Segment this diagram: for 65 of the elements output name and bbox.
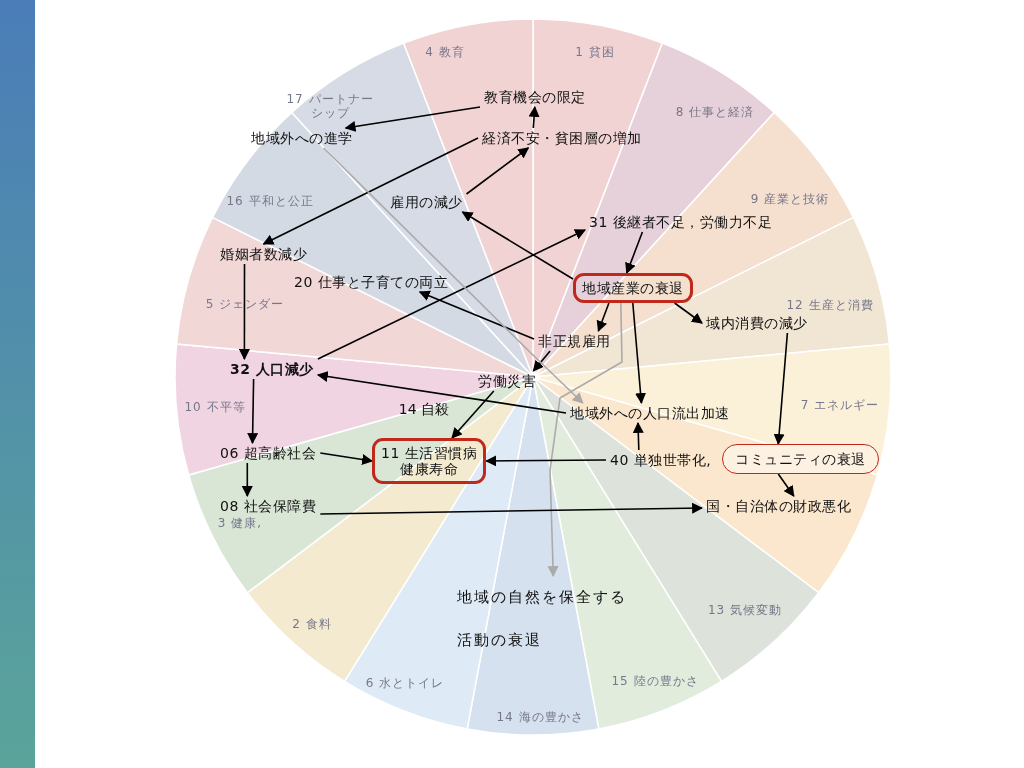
issue-text: 地域外への人口流出加速: [566, 403, 734, 423]
issue-text: 雇用の減少: [386, 192, 467, 212]
issue-text: 06 超高齢社会: [216, 443, 321, 463]
wedge-label: 9 産業と技術: [750, 192, 830, 206]
issue-text: 健康寿命: [399, 461, 460, 477]
wedge-label: 8 仕事と経済: [675, 105, 755, 119]
arrow: [322, 147, 584, 404]
arrow: [777, 473, 795, 497]
wedge-label: 6 水とトイレ: [365, 676, 445, 690]
issue-text: 20 仕事と子育ての両立: [290, 272, 453, 292]
wedge-label: 3 健康,: [217, 516, 263, 530]
side-bar: [0, 0, 35, 768]
wedge-label: 14 海の豊かさ: [496, 710, 584, 724]
wedge-label: 13 気候変動: [707, 603, 783, 617]
issue-text: 域内消費の減少: [702, 313, 812, 333]
arrow: [625, 231, 644, 275]
issue-text: 教育機会の限定: [480, 87, 590, 107]
arrow: [247, 378, 259, 445]
wedge-label: 5 ジェンダー: [205, 297, 285, 311]
highlighted-issue-box: [372, 438, 487, 484]
arrow: [344, 106, 481, 132]
arrow: [528, 105, 540, 129]
wedge-label: 12 生産と消費: [786, 298, 874, 312]
arrow: [465, 147, 530, 195]
wedge-label: 2 食料: [292, 617, 332, 631]
arrow: [319, 452, 374, 465]
arrow: [532, 350, 551, 372]
issue-text: 40 単独世帯化,: [606, 450, 716, 470]
arrow: [485, 455, 607, 467]
issue-text: 08 社会保障費: [216, 496, 321, 516]
issue-text: 31 後継者不足，労働力不足: [585, 212, 777, 232]
arrow: [773, 332, 789, 446]
wedge-label: 1 貧困: [575, 45, 615, 59]
arrow: [547, 302, 623, 578]
issue-text: 経済不安・貧困層の増加: [478, 128, 646, 148]
arrow: [461, 211, 574, 280]
wedge-label: 15 陸の豊かさ: [611, 674, 699, 688]
arrow: [596, 302, 610, 333]
wedge-label: 17 パートナーシップ: [285, 92, 375, 120]
wedge-label: 16 平和と公正: [226, 194, 314, 208]
arrow: [632, 302, 647, 405]
issue-text: 婚姻者数減少: [216, 244, 311, 264]
arrow: [317, 229, 586, 360]
arrow: [316, 371, 567, 414]
issue-text: 国・自治体の財政悪化: [702, 496, 855, 516]
issue-text: 32 人口減少: [226, 359, 318, 379]
highlighted-issue-box: 地域産業の衰退: [573, 273, 693, 303]
wedge-label: 7 エネルギー: [800, 398, 880, 412]
issue-text: 地域外への進学: [247, 128, 357, 148]
arrow: [451, 390, 495, 439]
arrow: [632, 421, 644, 451]
wedge-label: 10 不平等: [184, 400, 246, 414]
arrow: [241, 462, 253, 498]
arrow: [418, 290, 535, 340]
highlighted-issue-box: コミュニティの衰退: [722, 444, 879, 474]
wedge-label: 4 教育: [425, 45, 465, 59]
issue-text: 非正規雇用: [534, 331, 615, 351]
arrow: [673, 302, 703, 324]
arrow: [319, 502, 704, 515]
arrow: [262, 137, 479, 245]
issue-label: 14 自殺: [398, 401, 450, 419]
issue-text: 地域の自然を保全する活動の衰退: [457, 576, 632, 662]
arrow: [238, 263, 250, 361]
issue-text: 労働災害: [474, 371, 540, 391]
issue-text: 11 生活習慣病: [381, 445, 478, 461]
